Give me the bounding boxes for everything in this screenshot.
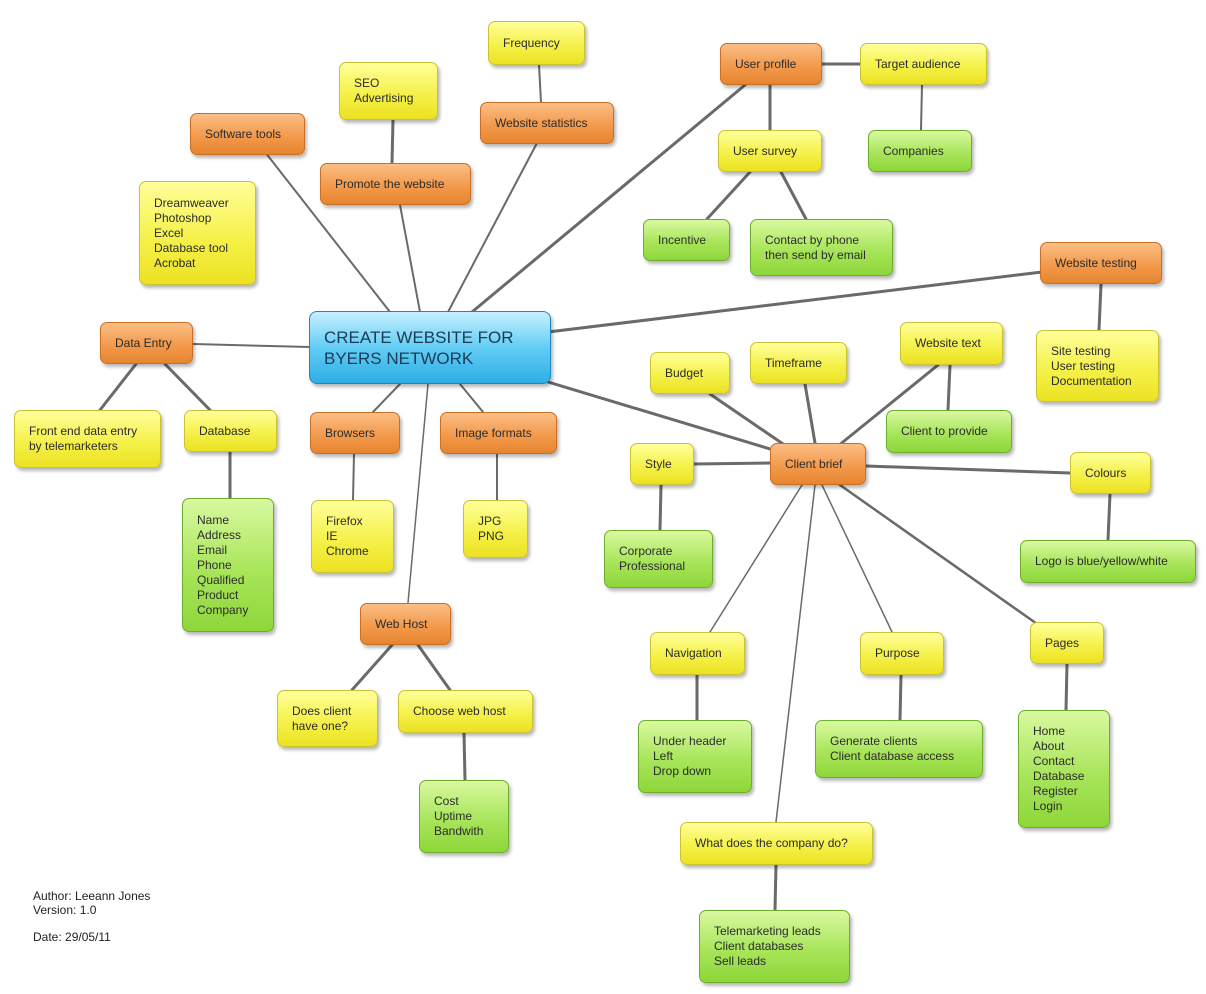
node-host-criteria[interactable]: Cost Uptime Bandwith <box>419 780 509 853</box>
node-company-do[interactable]: What does the company do? <box>680 822 873 865</box>
connector-line <box>163 362 212 412</box>
node-client-provide[interactable]: Client to provide <box>886 410 1012 453</box>
connector-line <box>1097 282 1103 332</box>
connector-line <box>920 84 923 131</box>
node-purpose[interactable]: Purpose <box>860 632 944 675</box>
version-label: Version: 1.0 <box>33 903 97 917</box>
node-website-testing[interactable]: Website testing <box>1040 242 1162 284</box>
connector-line <box>775 484 816 823</box>
connector-line <box>803 382 817 445</box>
connector-line <box>546 270 1044 334</box>
connector-line <box>192 343 311 348</box>
connector-line <box>264 151 391 313</box>
node-contact-phone[interactable]: Contact by phone then send by email <box>750 219 893 276</box>
connector-line <box>864 464 1072 475</box>
connector-line <box>1106 492 1112 542</box>
node-target-audience[interactable]: Target audience <box>860 43 987 85</box>
node-database-fields[interactable]: Name Address Email Phone Qualified Produ… <box>182 498 274 632</box>
node-browser-list[interactable]: Firefox IE Chrome <box>311 500 394 573</box>
node-navigation[interactable]: Navigation <box>650 632 745 675</box>
connector-line <box>1064 662 1069 712</box>
connector-line <box>946 363 952 412</box>
node-does-client[interactable]: Does client have one? <box>277 690 378 747</box>
node-timeframe[interactable]: Timeframe <box>750 342 847 384</box>
connector-line <box>416 643 452 692</box>
node-website-text[interactable]: Website text <box>900 322 1003 365</box>
node-company-list[interactable]: Telemarketing leads Client databases Sel… <box>699 910 850 983</box>
node-database[interactable]: Database <box>184 410 277 452</box>
node-software-tools[interactable]: Software tools <box>190 113 305 155</box>
connector-line <box>658 483 663 532</box>
node-pages-list[interactable]: Home About Contact Database Register Log… <box>1018 710 1110 828</box>
node-user-profile[interactable]: User profile <box>720 43 822 85</box>
node-pages[interactable]: Pages <box>1030 622 1104 664</box>
node-web-host[interactable]: Web Host <box>360 603 451 645</box>
node-website-statistics[interactable]: Website statistics <box>480 102 614 144</box>
connector-line <box>459 383 484 413</box>
connector-line <box>372 383 401 413</box>
connector-line <box>399 204 421 313</box>
author-label: Author: Leeann Jones <box>33 889 151 903</box>
connector-line <box>390 118 395 165</box>
node-image-formats[interactable]: Image formats <box>440 412 557 454</box>
node-frequency[interactable]: Frequency <box>488 21 585 65</box>
node-software-list[interactable]: Dreamweaver Photoshop Excel Database too… <box>139 181 256 285</box>
node-purpose-list[interactable]: Generate clients Client database access <box>815 720 983 778</box>
node-promote-website[interactable]: Promote the website <box>320 163 471 205</box>
node-user-survey[interactable]: User survey <box>718 130 822 172</box>
connector-line <box>352 453 355 501</box>
connector-line <box>350 643 394 692</box>
connector-line <box>708 392 788 448</box>
node-format-list[interactable]: JPG PNG <box>463 500 528 558</box>
connector-line <box>447 142 538 313</box>
node-corporate[interactable]: Corporate Professional <box>604 530 713 588</box>
node-logo[interactable]: Logo is blue/yellow/white <box>1020 540 1196 583</box>
node-budget[interactable]: Budget <box>650 352 730 394</box>
node-front-end-entry[interactable]: Front end data entry by telemarketers <box>14 410 161 468</box>
connector-line <box>838 483 1042 628</box>
node-testing-list[interactable]: Site testing User testing Documentation <box>1036 330 1159 402</box>
connector-line <box>773 863 778 912</box>
connector-line <box>538 64 542 103</box>
connector-line <box>836 363 940 448</box>
connector-line <box>779 170 808 221</box>
node-style[interactable]: Style <box>630 443 694 485</box>
date-label: Date: 29/05/11 <box>33 930 111 944</box>
connector-line <box>98 362 138 412</box>
node-data-entry[interactable]: Data Entry <box>100 322 193 364</box>
node-nav-list[interactable]: Under header Left Drop down <box>638 720 752 793</box>
node-choose-host[interactable]: Choose web host <box>398 690 533 733</box>
connector-line <box>898 673 903 722</box>
connector-line <box>821 484 893 633</box>
central-topic[interactable]: CREATE WEBSITE FOR BYERS NETWORK <box>309 311 551 384</box>
node-seo-advertising[interactable]: SEO Advertising <box>339 62 438 120</box>
node-incentive[interactable]: Incentive <box>643 219 730 261</box>
connector-line <box>692 461 772 466</box>
connector-line <box>470 83 747 314</box>
connector-line <box>705 170 752 221</box>
node-client-brief[interactable]: Client brief <box>770 443 866 485</box>
connector-line <box>462 731 467 782</box>
connector-line <box>407 383 429 604</box>
node-companies[interactable]: Companies <box>868 130 972 172</box>
node-colours[interactable]: Colours <box>1070 452 1151 494</box>
connector-line <box>709 484 803 633</box>
connector-line <box>546 380 802 460</box>
node-browsers[interactable]: Browsers <box>310 412 400 454</box>
